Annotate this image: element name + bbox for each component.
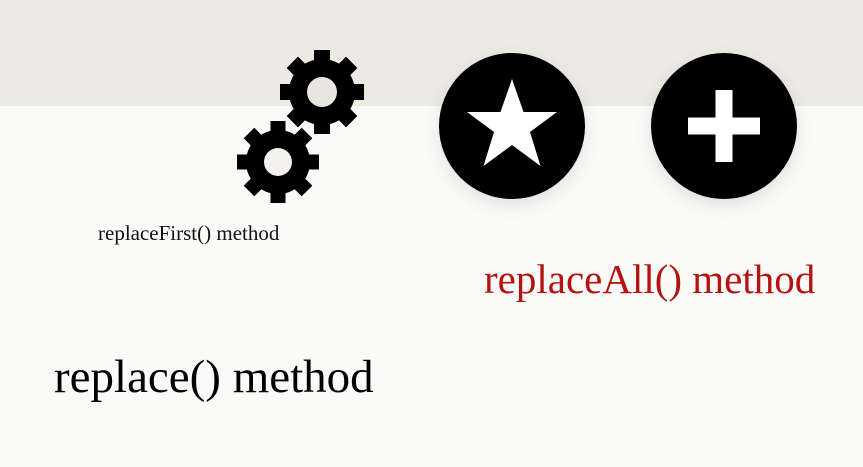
plus-circle-icon [651,53,797,199]
large-gear-icon [280,50,364,134]
replace-first-label: replaceFirst() method [98,221,280,245]
small-gear-icon [237,121,319,203]
replace-all-label: replaceAll() method [484,256,816,302]
star-circle-icon [439,53,585,199]
replace-label: replace() method [54,351,374,403]
gears-icon [230,42,370,212]
